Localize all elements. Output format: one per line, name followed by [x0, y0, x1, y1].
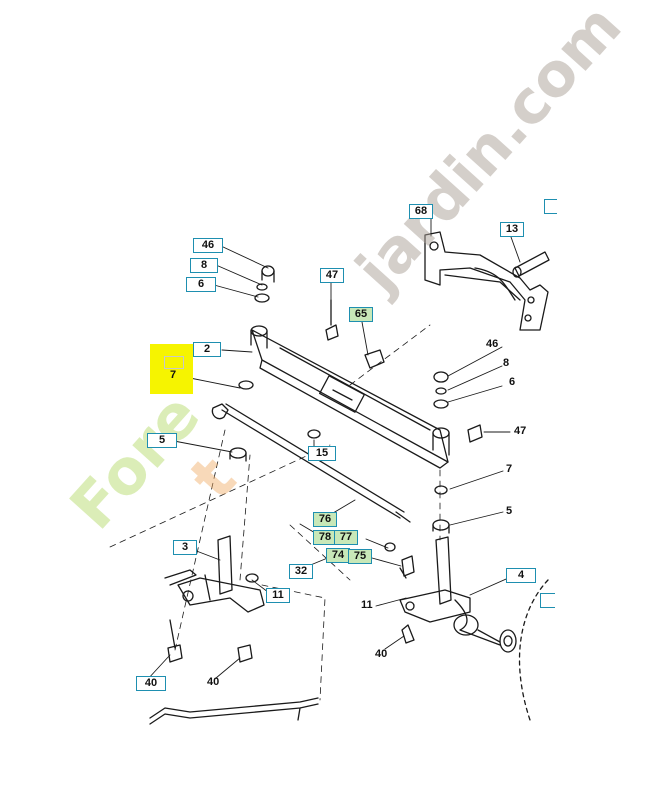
tie-rod-end-parts: [384, 542, 415, 579]
callout-5-left[interactable]: 5: [147, 433, 177, 448]
front-axle-beam-part: [250, 325, 450, 469]
callout-78[interactable]: 78: [313, 530, 337, 545]
callout-partial-right: [540, 593, 555, 608]
callout-47-left[interactable]: 47: [320, 268, 344, 283]
callout-8-left[interactable]: 8: [190, 258, 218, 273]
highlighted-part-box: [164, 356, 184, 369]
callout-75[interactable]: 75: [348, 549, 372, 564]
leader-lines: [146, 217, 521, 681]
callout-15[interactable]: 15: [308, 446, 336, 461]
callout-65[interactable]: 65: [349, 307, 373, 322]
washer-part: [307, 429, 321, 439]
callout-40-middle[interactable]: 40: [207, 676, 220, 688]
pivot-part: [364, 349, 385, 369]
right-steering-spindle-part: [399, 536, 517, 653]
rear-bracket-part: [424, 231, 549, 331]
callout-46-right[interactable]: 46: [486, 338, 499, 350]
callout-40-right[interactable]: 40: [375, 648, 388, 660]
drag-link-part: [149, 697, 319, 725]
callout-4[interactable]: 4: [506, 568, 536, 583]
callout-6-right[interactable]: 6: [509, 376, 516, 388]
callout-74[interactable]: 74: [326, 548, 350, 563]
callout-6-left[interactable]: 6: [186, 277, 216, 292]
callout-partial: [544, 199, 557, 214]
callout-40-left[interactable]: 40: [136, 676, 166, 691]
right-spindle-stack: [432, 371, 483, 534]
callout-5-right[interactable]: 5: [506, 505, 513, 517]
callout-68[interactable]: 68: [409, 204, 433, 219]
callout-11-left[interactable]: 11: [266, 588, 290, 603]
construction-lines: [109, 324, 441, 701]
callout-7-left[interactable]: 7: [170, 369, 177, 381]
callout-3[interactable]: 3: [173, 540, 197, 555]
callout-77[interactable]: 77: [334, 530, 358, 545]
callout-8-right[interactable]: 8: [503, 357, 510, 369]
callout-11-right[interactable]: 11: [361, 599, 373, 611]
callout-46-left[interactable]: 46: [193, 238, 223, 253]
wheel-outline: [518, 579, 549, 721]
callout-7-right[interactable]: 7: [506, 463, 513, 475]
highlighted-part-marker: [150, 344, 193, 394]
bolt-part: [325, 299, 339, 341]
callout-76[interactable]: 76: [313, 512, 337, 527]
left-spindle-stack: [229, 265, 275, 462]
tie-rod-part: [211, 403, 411, 523]
callout-32[interactable]: 32: [289, 564, 313, 579]
callout-2[interactable]: 2: [193, 342, 221, 357]
callout-47-right[interactable]: 47: [514, 425, 527, 437]
pin-part: [512, 251, 550, 278]
callout-13[interactable]: 13: [500, 222, 524, 237]
